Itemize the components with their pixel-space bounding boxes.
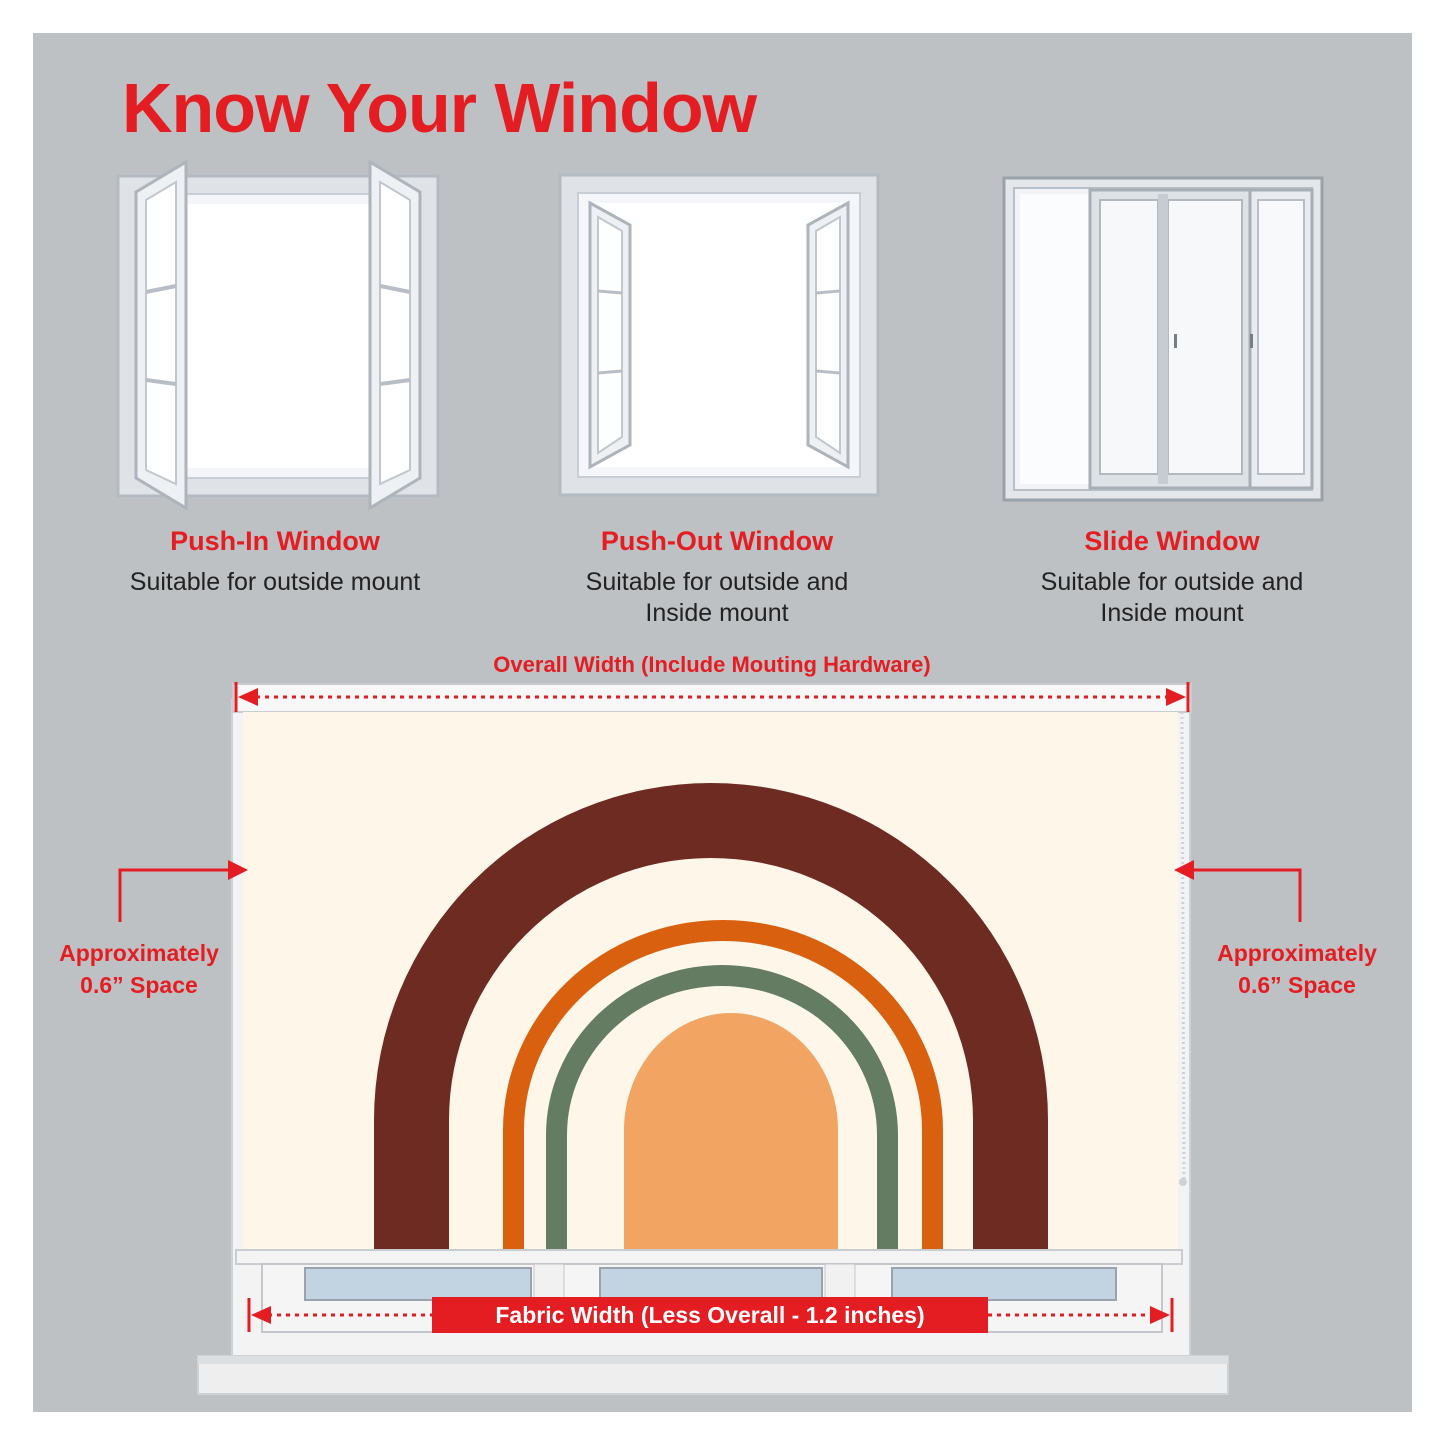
rainbow-inner-arc [624,1013,838,1254]
right-space-label: Approximately 0.6” Space [1187,937,1407,1001]
left-space-label: Approximately 0.6” Space [29,937,249,1001]
page-title: Know Your Window [122,69,757,147]
right-space-line1: Approximately [1217,940,1377,966]
left-space-line1: Approximately [59,940,219,966]
slide-window-title: Slide Window [1084,526,1260,556]
left-space-line2: 0.6” Space [80,972,198,998]
push-out-window-description: Suitable for outside and Inside mount [585,568,849,627]
slide-window-image [1002,176,1324,502]
rainbow-artwork [374,783,1048,1254]
overall-width-dimension [234,682,1190,712]
pull-chain [1180,711,1186,1181]
bottom-rail [235,1249,1183,1265]
overall-width-label: Overall Width (Include Mouting Hardware) [493,652,931,677]
rainbow-outer-arc [374,783,1048,1254]
push-in-window-image [116,159,440,510]
push-in-window-description: Suitable for outside mount [129,568,421,596]
push-out-window-image [558,173,880,497]
right-space-callout [1174,860,1302,922]
left-space-callout [118,860,248,922]
fabric-width-dimension [247,1298,1174,1332]
fabric-width-label: Fabric Width (Less Overall - 1.2 inches) [432,1297,988,1333]
push-out-window-title: Push-Out Window [600,526,834,556]
right-space-line2: 0.6” Space [1238,972,1356,998]
push-in-window-title: Push-In Window [170,526,380,556]
slide-window-description: Suitable for outside and Inside mount [1040,568,1304,627]
